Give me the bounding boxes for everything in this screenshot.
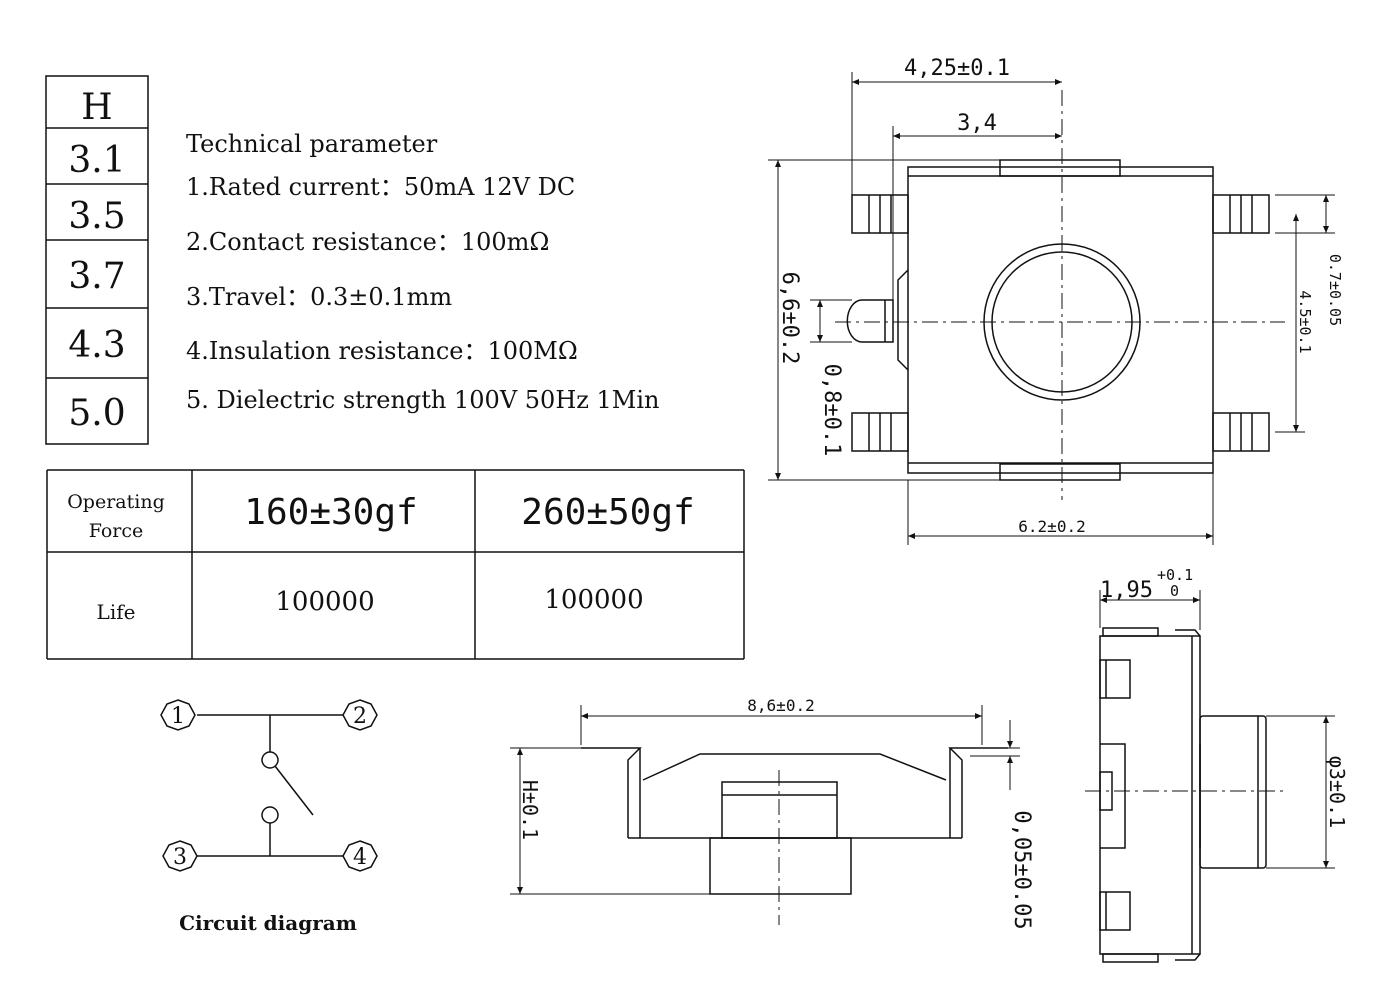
dim-right-pitch: 4.5±0.1 xyxy=(1296,290,1314,353)
life-value-a: 100000 xyxy=(275,587,374,617)
dim-front-offset: 0,05±0.05 xyxy=(1009,810,1034,929)
force-value-a: 160±30gf xyxy=(244,492,417,533)
pin-1-marker xyxy=(160,699,196,731)
dim-side-tol-lower: 0 xyxy=(1170,582,1179,600)
dim-bottom-width: 6.2±0.2 xyxy=(1018,517,1085,536)
dim-right-small: 0.7±0.05 xyxy=(1326,254,1344,326)
height-value-4: 4.3 xyxy=(68,325,125,366)
life-label: Life xyxy=(97,600,136,624)
technical-title: Technical parameter xyxy=(186,130,438,158)
pin-3-marker xyxy=(162,840,198,872)
height-table xyxy=(45,75,149,445)
pin-4-marker xyxy=(342,840,378,872)
technical-item-1: 1.Rated current：50mA 12V DC xyxy=(186,173,575,201)
dim-side-tol-upper: +0.1 xyxy=(1157,566,1193,584)
dim-width-total: 4,25±0.1 xyxy=(904,56,1010,81)
side-view-dimensions xyxy=(1099,590,1335,869)
pin-1-label: 1 xyxy=(171,704,185,729)
top-view-dimensions xyxy=(768,72,1335,545)
dim-front-length: 8,6±0.2 xyxy=(747,696,814,715)
technical-item-5: 5. Dielectric strength 100V 50Hz 1Min xyxy=(186,386,660,414)
circuit-diagram xyxy=(160,699,378,872)
dim-side-diameter: φ3±0.1 xyxy=(1325,756,1349,828)
dim-width-inner: 3,4 xyxy=(957,111,997,136)
force-label-line1: Operating xyxy=(67,491,165,513)
height-value-5: 5.0 xyxy=(68,393,125,434)
front-view-drawing xyxy=(581,747,1008,925)
side-view-drawing xyxy=(1085,627,1285,963)
force-value-b: 260±50gf xyxy=(521,492,694,533)
technical-item-4: 4.Insulation resistance：100MΩ xyxy=(186,337,578,365)
force-life-table xyxy=(46,469,745,660)
technical-item-3: 3.Travel：0.3±0.1mm xyxy=(186,283,452,311)
pin-2-marker xyxy=(342,699,378,731)
dim-left-small: 0,8±0.1 xyxy=(819,364,844,457)
height-table-header: H xyxy=(81,87,112,128)
dim-height: 6,6±0.2 xyxy=(777,272,802,365)
dim-side-width: 1,95 xyxy=(1100,578,1153,603)
height-value-2: 3.5 xyxy=(68,196,125,237)
pin-3-label: 3 xyxy=(173,845,187,870)
height-value-1: 3.1 xyxy=(68,140,125,181)
top-view-drawing xyxy=(835,90,1285,500)
technical-item-2: 2.Contact resistance：100mΩ xyxy=(186,228,549,256)
force-label-line2: Force xyxy=(89,520,144,542)
life-value-b: 100000 xyxy=(544,585,643,615)
pin-4-label: 4 xyxy=(353,845,367,870)
pin-2-label: 2 xyxy=(353,704,367,729)
front-view-dimensions xyxy=(510,705,1020,895)
dim-front-height: H±0.1 xyxy=(518,780,542,840)
height-value-3: 3.7 xyxy=(68,256,125,297)
circuit-caption: Circuit diagram xyxy=(179,911,357,935)
